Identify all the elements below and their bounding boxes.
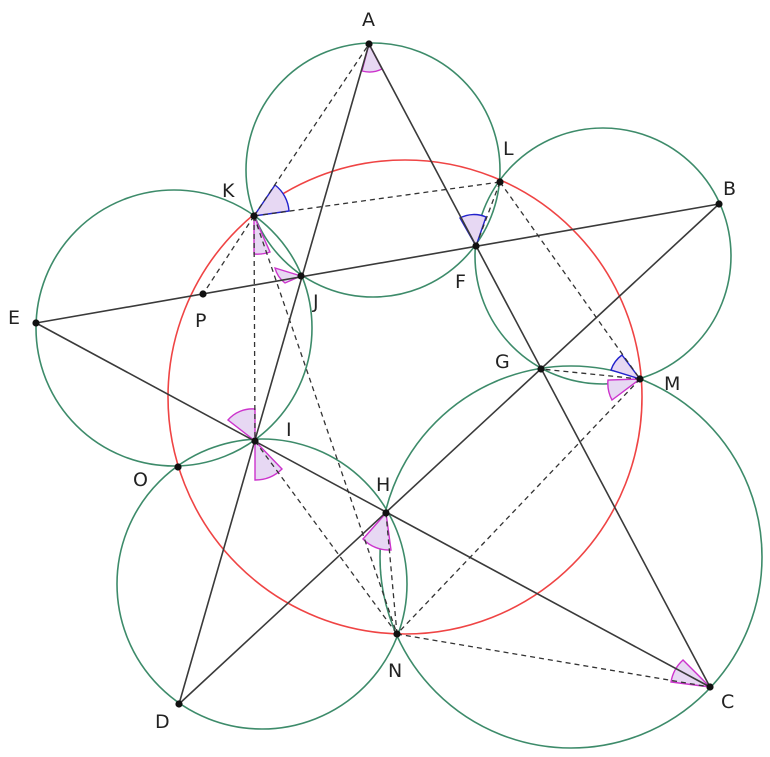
dashed-nh	[385, 512, 398, 635]
label-n: N	[388, 660, 402, 682]
segment-ad	[178, 43, 370, 705]
segment-ec	[35, 322, 711, 688]
point-p	[199, 290, 207, 298]
point-c	[706, 683, 714, 691]
dashed-kp	[202, 215, 255, 295]
dashed-mn	[396, 378, 641, 635]
point-b	[715, 200, 723, 208]
label-m: M	[664, 373, 680, 395]
label-a: A	[362, 9, 375, 31]
label-d: D	[155, 711, 170, 733]
point-e	[32, 319, 40, 327]
dashed-fl	[475, 181, 501, 247]
label-p: P	[195, 310, 206, 332]
point-h	[382, 509, 390, 517]
segment-eb	[35, 203, 720, 324]
segment-ac	[368, 43, 711, 688]
dashed-ka	[253, 43, 370, 217]
angle-markers	[226, 42, 712, 688]
point-a	[365, 40, 373, 48]
angle-mark-m-lower	[607, 378, 643, 402]
labels-layer: A B C D E F G H I J K L M N O P	[8, 9, 736, 733]
circle-epj	[35, 189, 313, 467]
point-o	[174, 463, 182, 471]
point-k	[250, 212, 258, 220]
label-h: H	[376, 474, 390, 496]
label-l: L	[503, 138, 514, 160]
point-d	[175, 700, 183, 708]
label-c: C	[721, 691, 734, 713]
circle-akj	[245, 42, 501, 298]
label-o: O	[133, 469, 148, 491]
dashed-kn	[253, 215, 398, 635]
label-k: K	[222, 180, 235, 202]
circles-layer	[35, 42, 763, 749]
point-j	[297, 272, 305, 280]
dashed-nc	[396, 633, 711, 688]
dashed-segments	[202, 43, 711, 688]
segment-db	[178, 203, 720, 705]
points-layer	[32, 40, 723, 708]
angle-mark-c	[670, 659, 712, 688]
label-i: I	[286, 419, 292, 441]
dashed-mg	[540, 368, 641, 380]
point-f	[472, 242, 480, 250]
point-i	[251, 437, 259, 445]
label-g: G	[495, 351, 510, 373]
point-g	[537, 365, 545, 373]
dashed-lm	[499, 181, 641, 380]
label-e: E	[8, 307, 20, 329]
solid-segments	[35, 43, 720, 705]
circle-dio	[116, 438, 408, 730]
point-l	[496, 178, 504, 186]
dashed-ki	[253, 215, 256, 442]
dashed-in	[254, 440, 398, 635]
label-f: F	[455, 271, 466, 293]
circle-bfm	[474, 127, 732, 385]
point-m	[636, 375, 644, 383]
angle-mark-h	[362, 511, 392, 551]
point-n	[393, 630, 401, 638]
circle-miquel	[167, 159, 643, 635]
angle-mark-j	[274, 266, 304, 284]
circle-cgm	[379, 365, 763, 749]
angle-mark-m-upper	[610, 354, 642, 381]
label-b: B	[723, 178, 736, 200]
label-j: J	[312, 291, 319, 313]
angle-mark-f	[459, 213, 487, 248]
